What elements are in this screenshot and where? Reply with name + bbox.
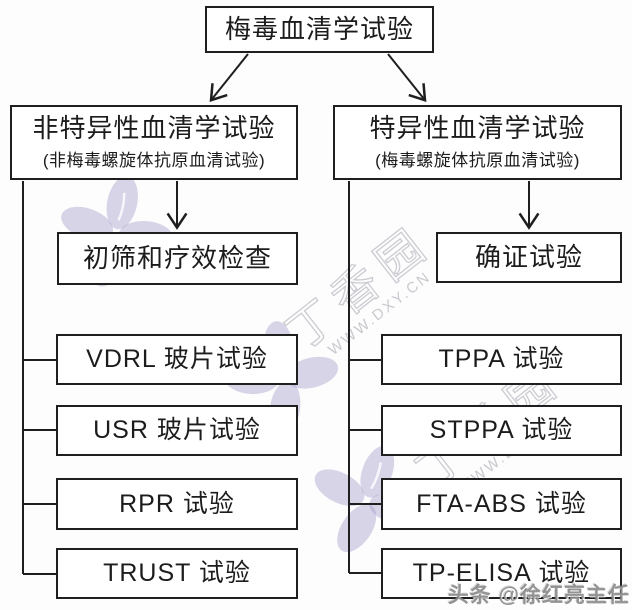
test-box-usr: USR 玻片试验: [56, 405, 298, 456]
test-label: STPPA 试验: [429, 416, 574, 445]
right-branch-title: 特异性血清学试验: [369, 113, 586, 144]
test-label: TPPA 试验: [438, 345, 565, 374]
arrow-root-to-left: [209, 53, 249, 102]
right-sub-box: 确证试验: [436, 232, 622, 283]
left-branch-caption: (非梅毒螺旋体抗原血清试验): [42, 150, 266, 170]
right-trunk-line: [348, 181, 381, 574]
test-box-rpr: RPR 试验: [56, 478, 298, 530]
test-label: RPR 试验: [119, 489, 235, 518]
test-box-tp-elisa: TP-ELISA 试验: [381, 548, 622, 599]
left-sub-label: 初筛和疗效检查: [82, 242, 272, 273]
test-label: USR 玻片试验: [93, 416, 261, 445]
test-box-trust: TRUST 试验: [56, 548, 298, 599]
right-branch-header-box: 特异性血清学试验 (梅毒螺旋体抗原血清试验): [333, 105, 622, 180]
test-box-stppa: STPPA 试验: [381, 405, 622, 456]
right-branch-caption: (梅毒螺旋体抗原血清试验): [375, 150, 580, 170]
arrow-root-to-right: [387, 53, 427, 102]
left-branch-header-box: 非特异性血清学试验 (非梅毒螺旋体抗原血清试验): [10, 105, 298, 180]
test-box-fta-abs: FTA-ABS 试验: [381, 478, 622, 530]
test-label: FTA-ABS 试验: [416, 489, 587, 518]
test-box-vdrl: VDRL 玻片试验: [56, 334, 298, 385]
test-box-tppa: TPPA 试验: [381, 334, 622, 385]
test-label: VDRL 玻片试验: [86, 345, 268, 374]
test-label: TRUST 试验: [103, 559, 251, 588]
right-sub-label: 确证试验: [474, 241, 583, 272]
credit-watermark: 头条 @徐红亮主任: [447, 584, 630, 607]
left-branch-title: 非特异性血清学试验: [32, 113, 276, 144]
left-trunk-line: [22, 181, 56, 575]
left-sub-box: 初筛和疗效检查: [57, 232, 298, 285]
root-box-label: 梅毒血清学试验: [224, 13, 414, 44]
root-box: 梅毒血清学试验: [205, 6, 434, 53]
test-label: TP-ELISA 试验: [412, 559, 591, 588]
